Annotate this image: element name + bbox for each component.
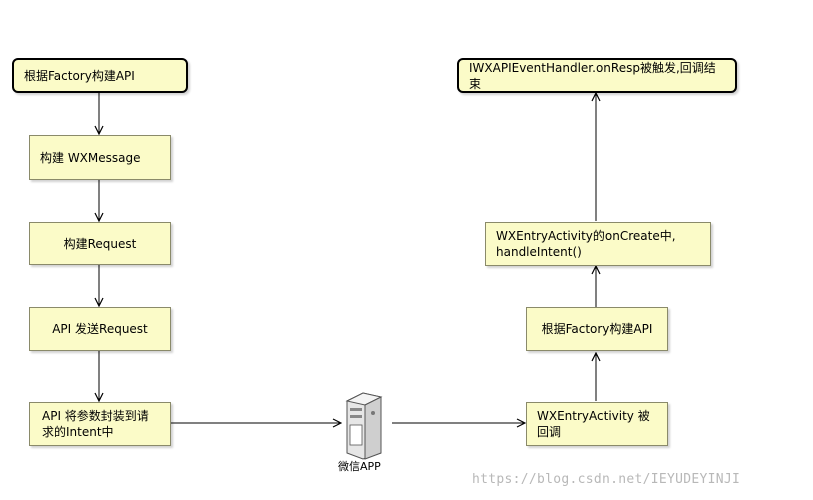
left-step-3-label: 构建Request: [63, 236, 137, 251]
watermark-text: https://blog.csdn.net/IEYUDEYINJI: [472, 472, 741, 487]
left-step-5-label: API 将参数封装到请 求的Intent中: [42, 409, 149, 439]
left-step-1-label: 根据Factory构建API: [24, 68, 135, 83]
left-step-3: 构建Request: [29, 222, 171, 265]
left-step-4: API 发送Request: [29, 307, 171, 351]
right-step-1-label: WXEntryActivity 被 回调: [537, 409, 650, 439]
left-step-1: 根据Factory构建API: [12, 58, 188, 93]
left-step-2: 构建 WXMessage: [29, 135, 171, 180]
right-step-2-label: 根据Factory构建API: [541, 322, 653, 336]
right-step-1: WXEntryActivity 被 回调: [526, 402, 668, 446]
server-label: 微信APP: [338, 460, 381, 473]
right-step-2: 根据Factory构建API: [526, 307, 668, 351]
right-step-4-label: IWXAPIEventHandler.onResp被触发,回调结束: [469, 60, 716, 91]
left-step-5: API 将参数封装到请 求的Intent中: [29, 402, 171, 446]
server-icon: [345, 392, 383, 460]
right-step-4: IWXAPIEventHandler.onResp被触发,回调结束: [457, 58, 737, 93]
left-step-4-label: API 发送Request: [52, 322, 148, 336]
left-step-2-label: 构建 WXMessage: [40, 150, 141, 165]
right-step-3: WXEntryActivity的onCreate中, handleIntent(…: [485, 222, 711, 266]
right-step-3-label: WXEntryActivity的onCreate中, handleIntent(…: [496, 229, 676, 259]
